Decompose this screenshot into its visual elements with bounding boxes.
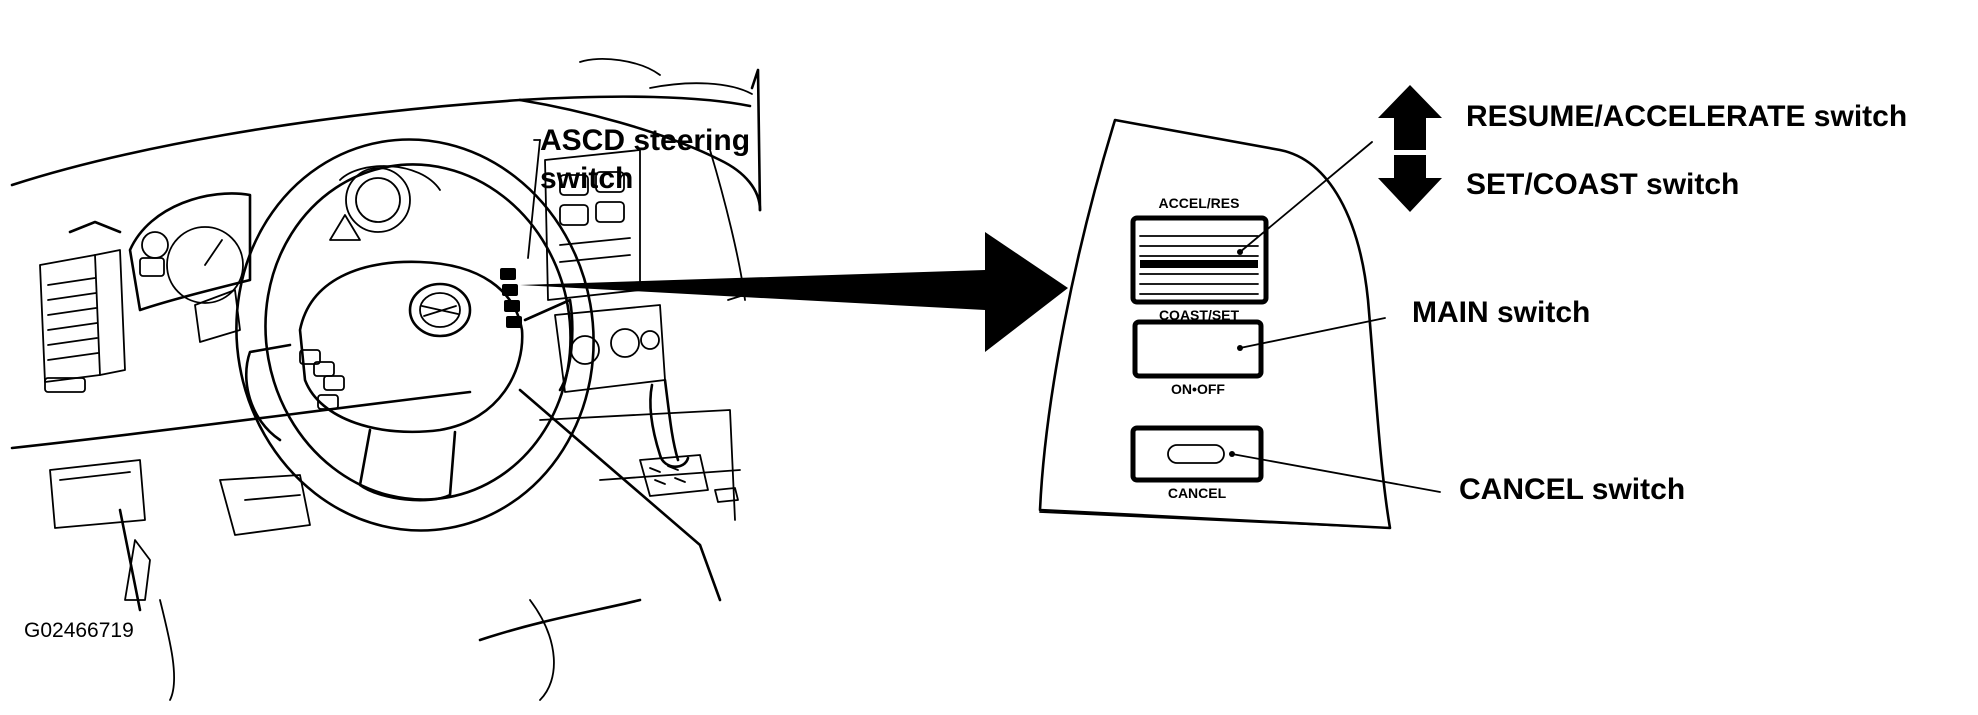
on-off-panel-label: ON•OFF — [1171, 381, 1225, 397]
leader-main — [1239, 317, 1386, 349]
right-arrow-icon — [520, 232, 1068, 352]
dashboard-illustration — [10, 57, 762, 701]
leader-resume-accelerate — [1239, 141, 1373, 253]
coast-set-panel-label: COAST/SET — [1159, 307, 1240, 323]
down-arrow-icon — [1378, 155, 1442, 212]
cancel-panel-label: CANCEL — [1168, 485, 1227, 501]
main-switch-label: MAIN switch — [1412, 296, 1590, 329]
ascd-steering-label: ASCD steering — [540, 124, 750, 157]
cancel-switch — [1130, 425, 1264, 483]
set-coast-label: SET/COAST switch — [1466, 168, 1739, 201]
up-arrow-icon — [1378, 85, 1442, 150]
switch-panel — [1038, 118, 1392, 530]
ascd-switch-label: switch — [540, 162, 633, 195]
leader-cancel — [1231, 453, 1441, 493]
cancel-switch-label: CANCEL switch — [1459, 473, 1685, 506]
figure-id: G02466719 — [24, 619, 134, 642]
resume-accelerate-set-coast-switch — [1130, 215, 1269, 305]
accel-res-panel-label: ACCEL/RES — [1159, 195, 1240, 211]
main-switch — [1132, 319, 1264, 379]
resume-accelerate-label: RESUME/ACCELERATE switch — [1466, 100, 1907, 133]
